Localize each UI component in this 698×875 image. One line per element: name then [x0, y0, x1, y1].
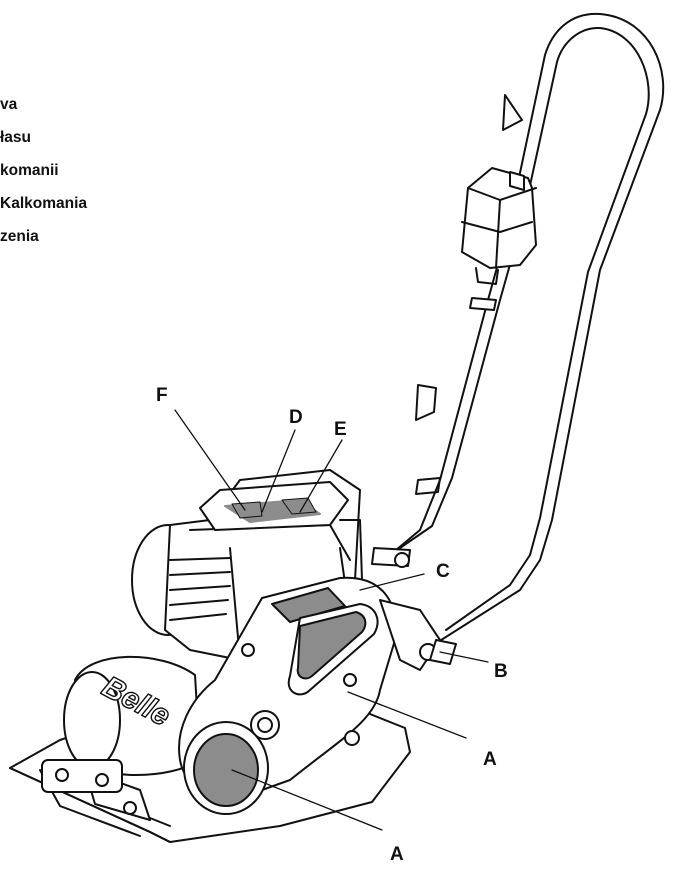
callout-a-lower: A [390, 844, 404, 865]
handle-pivot [371, 547, 457, 671]
throttle-box [461, 167, 537, 311]
decal-legend: va łasu komanii Kalkomania zenia [0, 88, 87, 253]
handle-hook-upper [502, 94, 523, 131]
exciter-housing [41, 655, 201, 821]
handle-frame [389, 12, 665, 643]
belt-guard [178, 576, 397, 815]
callout-d: D [289, 407, 303, 428]
leader-lines [174, 409, 489, 831]
belt-guard-decal-top [271, 587, 346, 623]
handle-hook-lower [415, 384, 437, 421]
callout-b: B [494, 661, 508, 682]
handle-rail-inner [399, 26, 650, 631]
legend-item: komanii [0, 162, 59, 179]
legend-item: va [0, 96, 18, 113]
leader-line-a-upper [347, 691, 467, 739]
callout-c: C [436, 561, 450, 582]
handle-clamp [415, 477, 441, 495]
leader-line-e [299, 439, 343, 513]
leader-line-a-lower [231, 769, 383, 831]
legend-item: Kalkomania [0, 195, 88, 212]
callout-f: F [156, 385, 168, 406]
leader-line-f [174, 409, 246, 511]
axle-decal [193, 733, 259, 807]
callout-e: E [334, 419, 347, 440]
leader-line-d [261, 429, 296, 513]
belt-guard-decal-window [296, 611, 367, 680]
leader-line-b [439, 651, 489, 663]
leader-line-c [359, 573, 425, 591]
legend-item: zenia [0, 228, 39, 245]
handle-rail-outer [389, 12, 665, 643]
legend-item: łasu [0, 129, 32, 146]
callout-a-upper: A [483, 749, 497, 770]
